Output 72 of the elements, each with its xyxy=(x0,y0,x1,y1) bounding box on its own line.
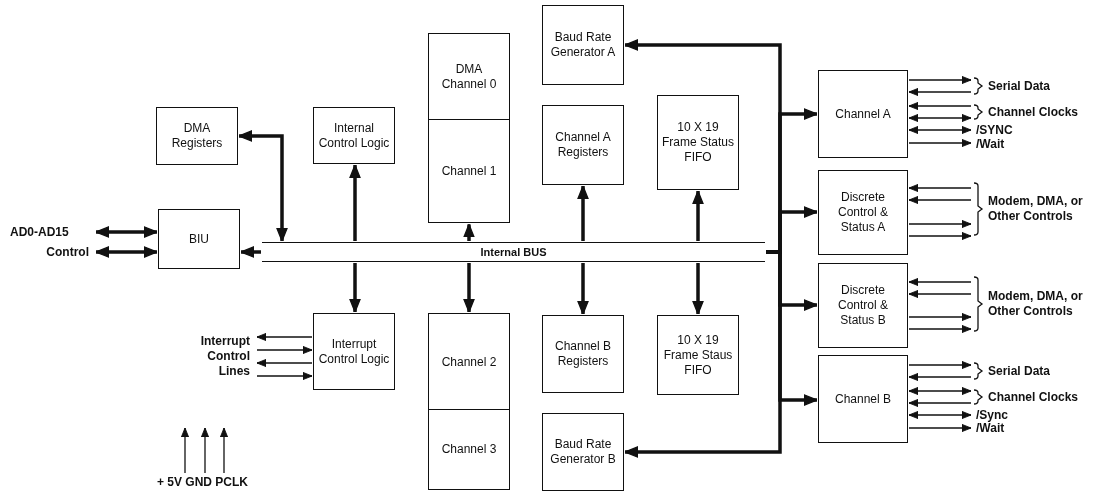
signal-arrow xyxy=(908,125,972,135)
signal-arrow xyxy=(256,345,313,355)
function-block: BIU xyxy=(158,209,240,269)
signal-label: Interrupt Control Lines xyxy=(180,330,256,382)
bus-arrow xyxy=(463,263,475,313)
function-block: DMA Channel 0 xyxy=(428,33,510,121)
signal-arrow xyxy=(256,371,313,381)
signal-arrow xyxy=(908,183,972,193)
signal-arrow xyxy=(908,101,972,111)
signal-arrow xyxy=(908,231,972,241)
signal-arrow xyxy=(908,312,972,322)
signal-label: /SYNC xyxy=(972,124,1032,137)
signal-arrow xyxy=(256,332,313,342)
signal-label: Modem, DMA, or Other Controls xyxy=(972,276,1092,332)
signal-arrow xyxy=(908,87,972,97)
function-block: Discrete Control & Status B xyxy=(818,263,908,348)
function-block: DMA Registers xyxy=(156,107,238,165)
bus-arrow xyxy=(240,246,261,258)
function-block: Channel B Registers xyxy=(542,315,624,393)
signal-arrow xyxy=(908,423,972,433)
bus-arrow xyxy=(463,223,475,241)
bus-arrow xyxy=(349,263,361,313)
bus-arrow xyxy=(95,226,158,238)
function-block: Channel 1 xyxy=(428,119,510,224)
bus-arrow xyxy=(692,190,704,241)
function-block: Channel B xyxy=(818,355,908,443)
signal-label: /Wait xyxy=(972,138,1032,151)
bus-arrow xyxy=(577,263,589,315)
internal-bus: Internal BUS xyxy=(262,242,765,262)
function-block: Baud Rate Generator A xyxy=(542,5,624,85)
signal-arrow xyxy=(908,398,972,408)
signal-label: Channel Clocks xyxy=(972,101,1097,123)
signal-label: Serial Data xyxy=(972,76,1082,96)
signal-label: Serial Data xyxy=(972,361,1082,381)
signal-arrow xyxy=(908,360,972,370)
signal-label: Control xyxy=(20,244,95,260)
signal-label: /Wait xyxy=(972,422,1032,434)
signal-arrow xyxy=(908,75,972,85)
bus-arrow xyxy=(349,164,361,241)
bus-arrow xyxy=(238,130,288,242)
signal-label: Modem, DMA, or Other Controls xyxy=(972,181,1092,237)
signal-label: /Sync xyxy=(972,409,1032,421)
function-block: Channel 3 xyxy=(428,409,510,491)
signal-arrow xyxy=(908,113,972,123)
bus-arrow xyxy=(692,263,704,315)
bus-arrow xyxy=(95,246,158,258)
signal-arrow xyxy=(908,324,972,334)
function-block: Baud Rate Generator B xyxy=(542,413,624,491)
signal-arrow xyxy=(180,427,190,474)
signal-arrow xyxy=(908,138,972,148)
signal-arrow xyxy=(908,386,972,396)
function-block: Discrete Control & Status A xyxy=(818,170,908,255)
signal-label: AD0-AD15 xyxy=(10,224,95,240)
signal-arrow xyxy=(908,372,972,382)
signal-arrow xyxy=(256,358,313,368)
function-block: Channel A Registers xyxy=(542,105,624,185)
signal-arrow xyxy=(908,195,972,205)
signal-arrow xyxy=(908,277,972,287)
signal-label: Channel Clocks xyxy=(972,386,1097,408)
signal-label: + 5V GND PCLK xyxy=(150,474,255,490)
bus-arrow xyxy=(577,185,589,241)
function-block: 10 X 19 Frame Staus FIFO xyxy=(657,315,739,395)
signal-arrow xyxy=(219,427,229,474)
signal-arrow xyxy=(908,289,972,299)
signal-arrow xyxy=(200,427,210,474)
signal-arrow xyxy=(908,219,972,229)
function-block: Channel A xyxy=(818,70,908,158)
function-block: Internal Control Logic xyxy=(313,107,395,164)
signal-arrow xyxy=(908,410,972,420)
function-block: Channel 2 xyxy=(428,313,510,411)
function-block: 10 X 19 Frame Status FIFO xyxy=(657,95,739,190)
function-block: Interrupt Control Logic xyxy=(313,313,395,390)
